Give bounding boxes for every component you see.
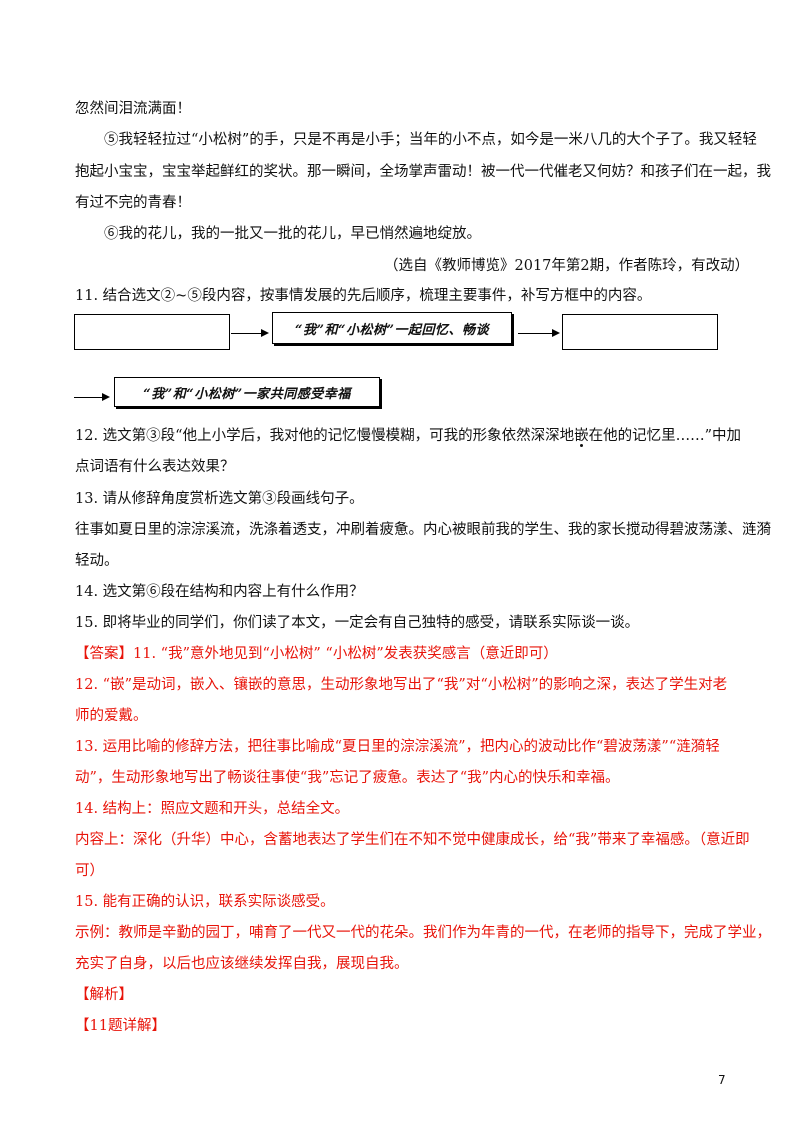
answer-line: 14. 结构上：照应文题和开头，总结全文。 [75,801,350,817]
text-line: ⑥我的花儿，我的一批又一批的花儿，早已悄然遍地绽放。 [104,226,481,242]
quoted-sentence: 往事如夏日里的淙淙溪流，洗涤着透支，冲刷着疲惫。内心被眼前我的学生、我的家长搅动… [75,522,771,538]
detail-heading: 【11题详解】 [75,1018,166,1034]
question-12: 12. 选文第③段“他上小学后，我对他的记忆慢慢模糊，可我的形象依然深深地嵌在他… [75,426,741,446]
question-15: 15. 即将毕业的同学们，你们读了本文，一定会有自己独特的感受，请联系实际谈一谈… [75,615,640,631]
arrow-head-icon [552,329,560,337]
answer-line: 15. 能有正确的认识，联系实际谈感受。 [75,894,335,910]
answer-line: 动”，生动形象地写出了畅谈往事使“我”忘记了疲惫。表达了“我”内心的快乐和幸福。 [75,770,620,786]
arrow-head-icon [261,329,269,337]
flow-box-3-empty [562,314,718,350]
flow-box-1-empty [74,314,230,350]
answer-line: 内容上：深化（升华）中心，含蓄地表达了学生们在不知不觉中健康成长，给“我”带来了… [75,832,750,848]
answer-line: 可） [75,863,104,879]
answer-line: 13. 运用比喻的修辞方法，把往事比喻成“夏日里的淙淙溪流”，把内心的波动比作“… [75,739,720,755]
question-12-text: 在他的记忆里……”中加 [588,428,742,444]
question-13: 13. 请从修辞角度赏析选文第③段画线句子。 [75,491,364,507]
question-11: 11. 结合选文②~⑤段内容，按事情发展的先后顺序，梳理主要事件，补写方框中的内… [75,288,652,304]
question-14: 14. 选文第⑥段在结构和内容上有什么作用？ [75,584,364,600]
question-12-cont: 点词语有什么表达效果？ [75,459,235,475]
text-line: 忽然间泪流满面！ [75,101,191,117]
page-number: 7 [718,1073,726,1087]
flow-box-2: “我”和“小松树”一起回忆、畅谈 [272,312,512,344]
answer-line: 【答案】11. “我”意外地见到“小松树” “小松树”发表获奖感言（意近即可） [75,646,558,662]
quoted-sentence-cont: 轻动。 [75,553,119,569]
text-line: 抱起小宝宝，宝宝举起鲜红的奖状。那一瞬间，全场掌声雷动！被一代一代催老又何妨？和… [75,164,771,180]
flow-box-4: “我”和“小松树”一家共同感受幸福 [114,377,380,407]
analysis-heading: 【解析】 [75,987,133,1003]
answer-line: 示例：教师是辛勤的园丁，哺育了一代又一代的花朵。我们作为年青的一代，在老师的指导… [75,925,771,941]
flow-box-2-label: “我”和“小松树”一起回忆、畅谈 [295,322,489,338]
answer-line: 12. “嵌”是动词，嵌入、镶嵌的意思，生动形象地写出了“我”对“小松树”的影响… [75,677,728,693]
text-line: ⑤我轻轻拉过“小松树”的手，只是不再是小手；当年的小不点，如今是一米八几的大个子… [104,132,757,148]
flow-arrow-1 [231,333,263,334]
dotted-word: 嵌 [574,428,589,444]
flow-arrow-3 [74,397,104,398]
answer-line: 充实了自身，以后也应该继续发挥自我，展现自我。 [75,956,409,972]
question-12-text: 12. 选文第③段“他上小学后，我对他的记忆慢慢模糊，可我的形象依然深深地 [75,428,575,444]
arrow-head-icon [102,393,110,401]
answer-line: 师的爱戴。 [75,708,148,724]
text-line: 有过不完的青春！ [75,195,191,211]
flow-arrow-2 [518,333,554,334]
flow-box-4-label: “我”和“小松树”一家共同感受幸福 [143,386,351,402]
source-citation: （选自《教师博览》2017年第2期，作者陈玲，有改动） [384,258,750,274]
